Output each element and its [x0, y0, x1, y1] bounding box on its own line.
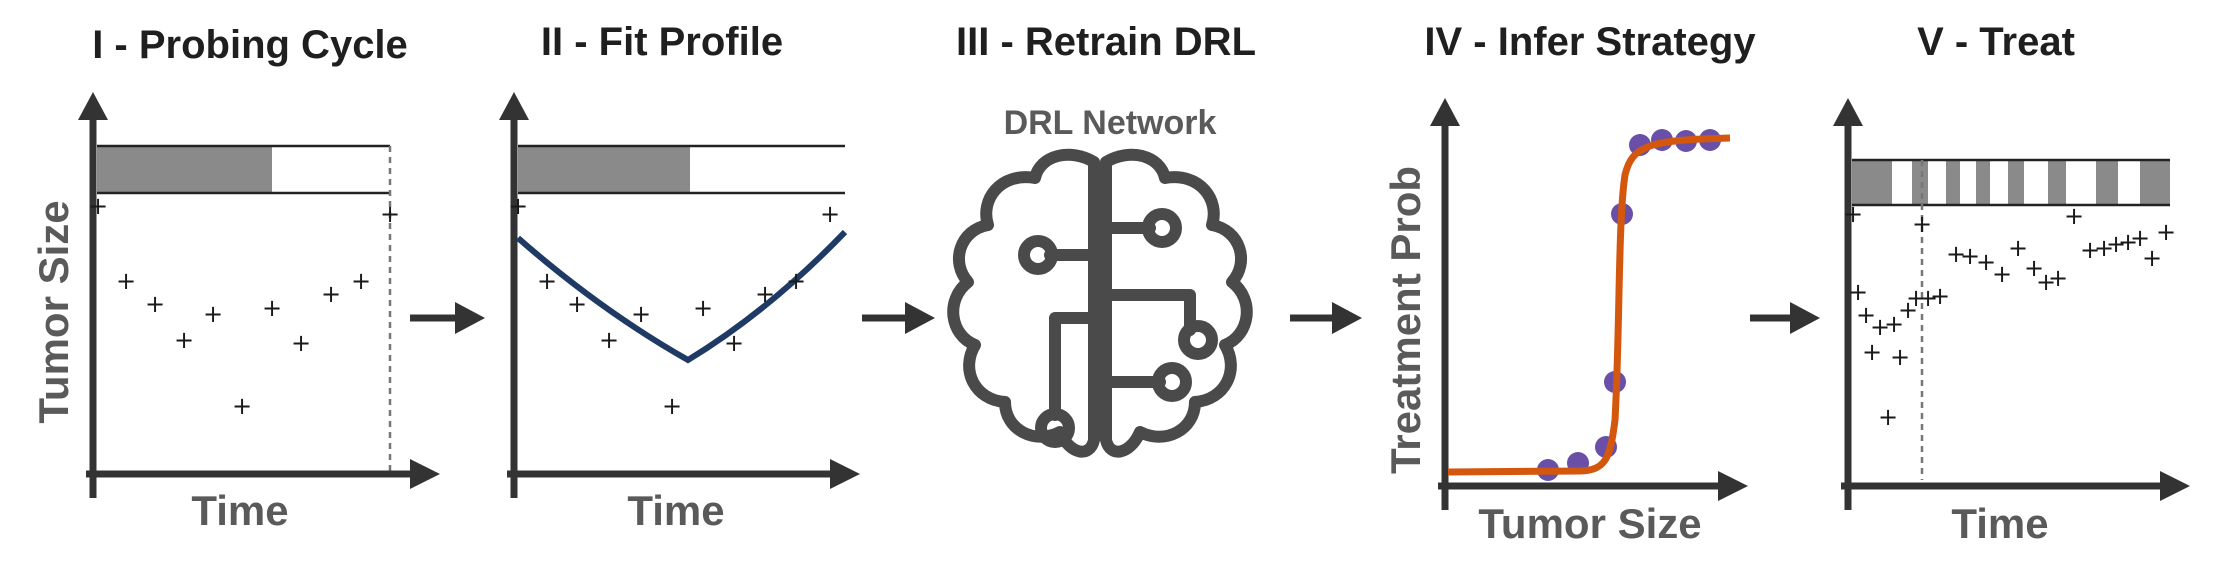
data-point: +	[2142, 244, 2162, 272]
right-arrow	[1290, 302, 1362, 334]
panel-fit-profile: + + + + + + + + + + + Time	[499, 92, 860, 534]
panel-title-infer-strategy: IV - Infer Strategy	[1424, 20, 1756, 64]
panel-retrain-drl: DRL Network	[947, 104, 1253, 458]
x-axis-label: Time	[1951, 500, 2048, 547]
data-point: +	[2008, 234, 2028, 262]
data-point: +	[1856, 301, 1876, 329]
data-point: +	[1960, 242, 1980, 270]
data-point: +	[2048, 264, 2068, 292]
data-point: +	[1890, 343, 1910, 371]
panel-title-treat: V - Treat	[1917, 20, 2075, 64]
treatment-on-bar	[97, 146, 272, 193]
panel-probing-cycle: + + + + + + + + + + + Time Tumor Size	[30, 92, 440, 534]
data-point: +	[820, 200, 840, 228]
data-point: +	[232, 392, 252, 420]
data-point: +	[537, 267, 557, 295]
data-point: +	[262, 294, 282, 322]
data-points: + + + + + + + + + + +	[88, 192, 400, 420]
panel-title-retrain-drl: III - Retrain DRL	[956, 20, 1256, 64]
data-point: +	[321, 280, 341, 308]
data-point: +	[1878, 403, 1898, 431]
data-point: +	[1843, 200, 1863, 228]
data-point: +	[2036, 268, 2056, 296]
data-point: +	[1930, 282, 1950, 310]
data-point: +	[508, 192, 528, 220]
data-point: +	[567, 290, 587, 318]
sigmoid-fit-points	[1537, 129, 1721, 481]
data-point: +	[599, 326, 619, 354]
data-point: +	[631, 300, 651, 328]
data-point: +	[2130, 224, 2150, 252]
right-arrow	[862, 302, 935, 334]
x-axis-arrowhead	[1718, 471, 1748, 501]
x-axis-arrowhead	[2160, 471, 2190, 501]
data-point: +	[2024, 254, 2044, 282]
data-point: +	[2106, 230, 2126, 258]
sigmoid-curve	[1447, 134, 1731, 476]
network-label: DRL Network	[1004, 104, 1217, 142]
data-points: + + + + + + + + + + +	[508, 192, 840, 420]
panel-infer-strategy: Tumor Size Treatment Prob	[1382, 98, 1748, 547]
data-point: +	[1918, 284, 1938, 312]
treatment-on-bar	[518, 146, 690, 193]
x-axis-label: Time	[191, 487, 288, 534]
data-point: +	[786, 267, 806, 295]
data-point: +	[1884, 310, 1904, 338]
treatment-schedule-bar	[1852, 160, 2170, 205]
y-axis-arrowhead	[1430, 98, 1460, 126]
data-point: +	[2064, 202, 2084, 230]
data-point: +	[2080, 236, 2100, 264]
data-point: +	[1870, 313, 1890, 341]
data-point: +	[1862, 338, 1882, 366]
right-arrow	[410, 302, 485, 334]
data-point: +	[2118, 228, 2138, 256]
data-point: +	[1912, 210, 1932, 238]
data-point: +	[1906, 284, 1926, 312]
y-axis-arrowhead	[1833, 98, 1863, 126]
y-axis-arrowhead	[78, 92, 108, 120]
y-axis-label: Tumor Size	[30, 200, 77, 423]
x-axis-arrowhead	[410, 459, 440, 489]
data-point: +	[2094, 234, 2114, 262]
panel-title-fit-profile: II - Fit Profile	[541, 20, 783, 64]
data-point: +	[88, 192, 108, 220]
data-point: +	[291, 329, 311, 357]
data-point: +	[351, 267, 371, 295]
data-point: +	[116, 267, 136, 295]
x-axis-label: Tumor Size	[1478, 500, 1701, 547]
data-point: +	[2156, 218, 2176, 246]
data-point: +	[662, 392, 682, 420]
data-point: +	[145, 290, 165, 318]
panel-title-probing-cycle: I - Probing Cycle	[92, 23, 408, 67]
right-arrow	[1750, 302, 1820, 334]
data-point: +	[203, 300, 223, 328]
y-axis-arrowhead	[499, 92, 529, 120]
data-point: +	[380, 200, 400, 228]
data-point: +	[1946, 240, 1966, 268]
x-axis-arrowhead	[830, 459, 860, 489]
data-point: +	[174, 326, 194, 354]
x-axis-label: Time	[627, 487, 724, 534]
data-points: + + + + + + + + + + + + + + + + + + + + …	[1843, 200, 2176, 431]
data-point: +	[724, 329, 744, 357]
data-point: +	[1992, 260, 2012, 288]
y-axis-label: Treatment Prob	[1382, 166, 1429, 474]
data-point: +	[1976, 248, 1996, 276]
data-point: +	[1848, 278, 1868, 306]
data-point: +	[1898, 296, 1918, 324]
fit-profile-curve	[516, 229, 848, 364]
data-point: +	[755, 280, 775, 308]
brain-circuit-icon	[947, 148, 1253, 458]
data-point: +	[693, 294, 713, 322]
panel-treat: + + + + + + + + + + + + + + + + + + + + …	[1833, 98, 2190, 547]
